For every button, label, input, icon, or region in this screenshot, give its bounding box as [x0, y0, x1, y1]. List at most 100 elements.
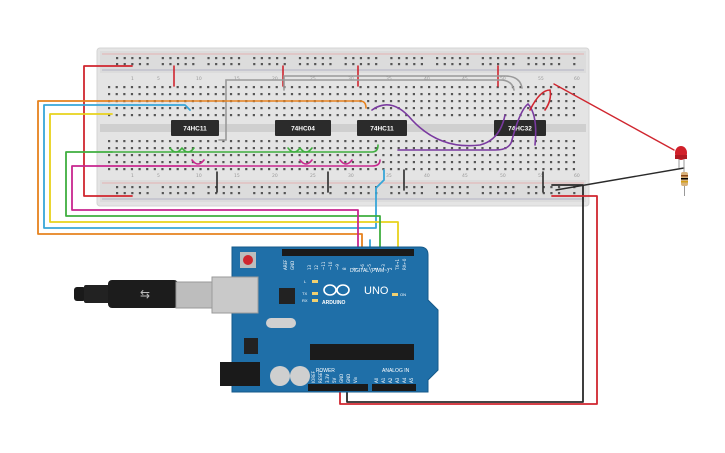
gray-wire-1[interactable]	[218, 79, 515, 141]
yellow-wire-long[interactable]	[49, 113, 399, 251]
breadboard-hole	[329, 57, 332, 60]
breadboard-hole	[215, 63, 218, 66]
breadboard-hole	[412, 154, 415, 157]
breadboard-hole	[313, 161, 316, 164]
chip-74hc11-a[interactable]: 74HC11	[171, 120, 219, 136]
power-jack[interactable]	[220, 362, 260, 386]
arduino-uno-board[interactable]: DIGITAL (PWM~) POWER ANALOG IN UNO ARDUI…	[211, 246, 439, 393]
usb-icon: ⇆	[140, 287, 150, 301]
breadboard-hole	[306, 168, 309, 171]
breadboard-hole	[504, 140, 507, 143]
breadboard-hole	[214, 86, 217, 89]
breadboard-hole	[329, 186, 332, 189]
magenta-wire-bus[interactable]	[189, 159, 381, 167]
reset-button-cap[interactable]	[243, 255, 253, 265]
breadboard-hole	[184, 114, 187, 117]
breadboard-hole	[450, 147, 454, 150]
cyan-wire-long[interactable]	[43, 104, 385, 229]
chip-74hc11-b[interactable]: 74HC11	[357, 120, 407, 136]
breadboard-hole	[512, 186, 515, 189]
breadboard-hole	[298, 86, 301, 89]
breadboard-hole	[436, 57, 439, 60]
purple-wire-3[interactable]	[511, 102, 537, 146]
breadboard-hole	[534, 114, 537, 117]
purple-wire-1[interactable]	[371, 104, 506, 147]
breadboard-hole	[161, 161, 164, 164]
chip-label-1: 74HC11	[183, 126, 207, 133]
breadboard-hole	[176, 192, 180, 195]
purple-wire-2[interactable]	[397, 139, 513, 151]
red-wire-left[interactable]	[83, 65, 133, 197]
breadboard-hole	[534, 168, 537, 171]
green-wire-bus[interactable]	[111, 144, 379, 153]
breadboard-hole	[275, 168, 278, 171]
breadboard-hole	[512, 63, 515, 66]
breadboard-hole	[451, 192, 454, 195]
gray-wire-2[interactable]	[283, 75, 523, 91]
breadboard-hole	[374, 86, 377, 89]
breadboard-hole	[451, 186, 454, 189]
orange-wire-long[interactable]	[37, 100, 363, 251]
breadboard-hole	[405, 86, 408, 89]
breadboard-hole	[222, 147, 225, 150]
breadboard-hole	[450, 154, 454, 157]
breadboard-hole	[557, 93, 560, 96]
pin-1: TX→1	[395, 258, 400, 271]
usb-controller-chip	[279, 288, 295, 304]
digital-header[interactable]	[282, 249, 414, 256]
breadboard-hole	[489, 57, 492, 60]
pin-11: ~11	[321, 261, 326, 270]
magenta-wire-long[interactable]	[71, 165, 359, 251]
breadboard-hole	[572, 168, 576, 171]
pin-13: 13	[307, 264, 312, 270]
breadboard-hole	[535, 63, 538, 66]
breadboard-hole	[542, 147, 545, 150]
col-num-b60: 60	[574, 173, 580, 179]
breadboard-hole	[572, 100, 576, 103]
breadboard-hole	[245, 140, 248, 143]
breadboard-hole	[557, 107, 560, 110]
breadboard-hole	[191, 154, 195, 157]
l-label: L	[304, 279, 307, 284]
breadboard-hole	[252, 147, 255, 150]
breadboard-hole	[435, 140, 438, 143]
red-hook-right[interactable]	[529, 89, 552, 111]
breadboard-hole	[192, 192, 195, 195]
arduino-label: ARDUINO	[322, 300, 345, 306]
black-wire-led[interactable]	[555, 167, 685, 191]
led-rx	[312, 299, 318, 302]
breadboard-hole	[466, 140, 469, 143]
breadboard-hole	[253, 192, 256, 195]
breadboard-hole	[496, 100, 499, 103]
breadboard-hole	[131, 192, 134, 195]
breadboard-hole	[314, 186, 317, 189]
analog-header[interactable]	[372, 384, 416, 391]
breadboard-hole	[542, 154, 545, 157]
breadboard-hole	[572, 154, 576, 157]
breadboard-hole	[290, 107, 294, 110]
breadboard-hole	[374, 168, 377, 171]
breadboard-hole	[420, 140, 423, 143]
led[interactable]	[675, 146, 687, 172]
red-wire-5v[interactable]	[339, 195, 598, 405]
black-wire-gnd[interactable]	[346, 184, 584, 403]
breadboard-hole	[283, 161, 286, 164]
breadboard-hole	[313, 140, 316, 143]
breadboard-hole	[519, 161, 522, 164]
breadboard-hole	[397, 86, 400, 89]
breadboard-hole	[184, 93, 187, 96]
breadboard-hole	[329, 63, 332, 66]
breadboard-hole	[489, 86, 492, 89]
breadboard-hole	[229, 86, 233, 89]
chip-74hc32[interactable]: 74HC32	[494, 120, 546, 136]
orange-wire-top[interactable]	[111, 100, 367, 109]
breadboard-hole	[359, 107, 362, 110]
green-wire-long[interactable]	[65, 151, 381, 251]
breadboard-hole	[550, 57, 553, 60]
red-wire-led[interactable]	[553, 83, 675, 151]
chip-74hc04[interactable]: 74HC04	[275, 120, 331, 136]
usb-b-port[interactable]	[211, 276, 259, 314]
resistor[interactable]	[681, 172, 688, 196]
power-header[interactable]	[308, 384, 368, 391]
breadboard-hole	[405, 100, 408, 103]
